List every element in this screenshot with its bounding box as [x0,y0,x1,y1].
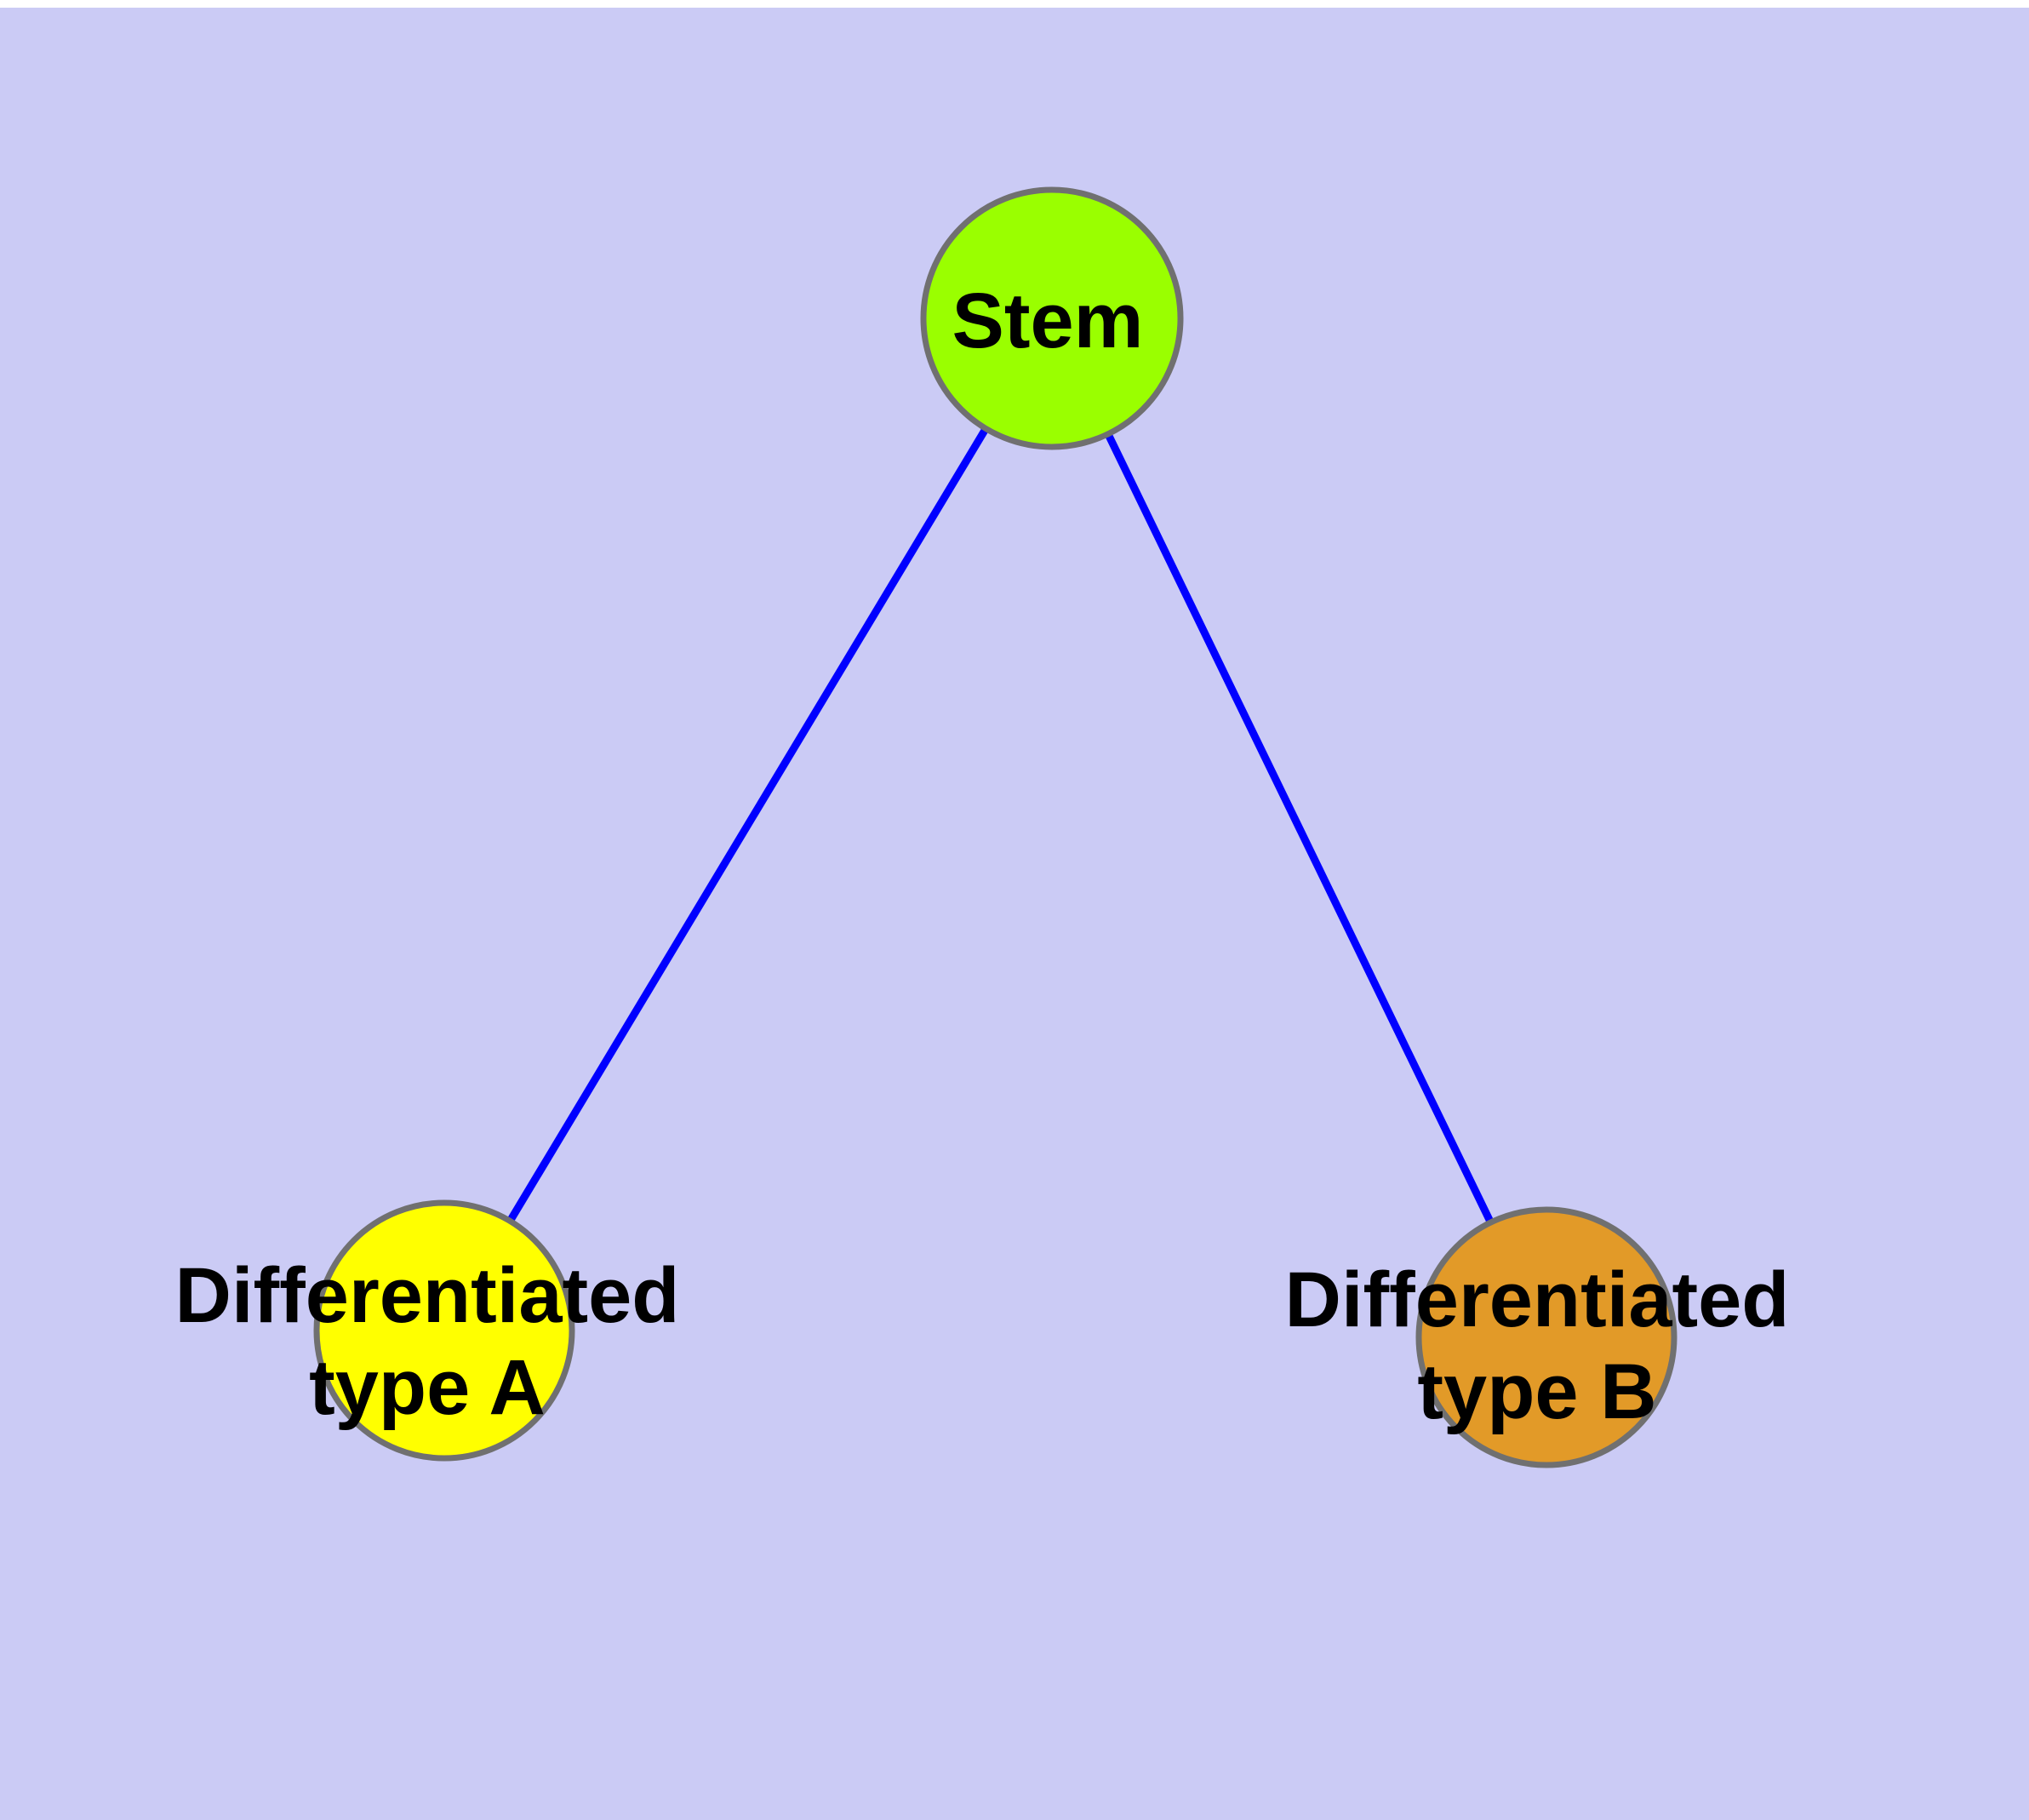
node-differentiated-type-a [313,1199,575,1462]
edge-stem-to-type-b [1048,317,1551,1339]
node-type-b-label-line1: Differentiated [1285,1256,1790,1343]
node-stem [920,186,1184,450]
node-differentiated-type-b [1415,1206,1677,1468]
node-stem-label: Stem [952,278,1144,364]
node-type-b-label-line2: type B [1417,1348,1656,1435]
node-type-a-label-line1: Differentiated [175,1252,680,1339]
node-type-a-label-line2: type A [309,1344,546,1431]
edge-stem-to-type-a [441,316,1055,1333]
